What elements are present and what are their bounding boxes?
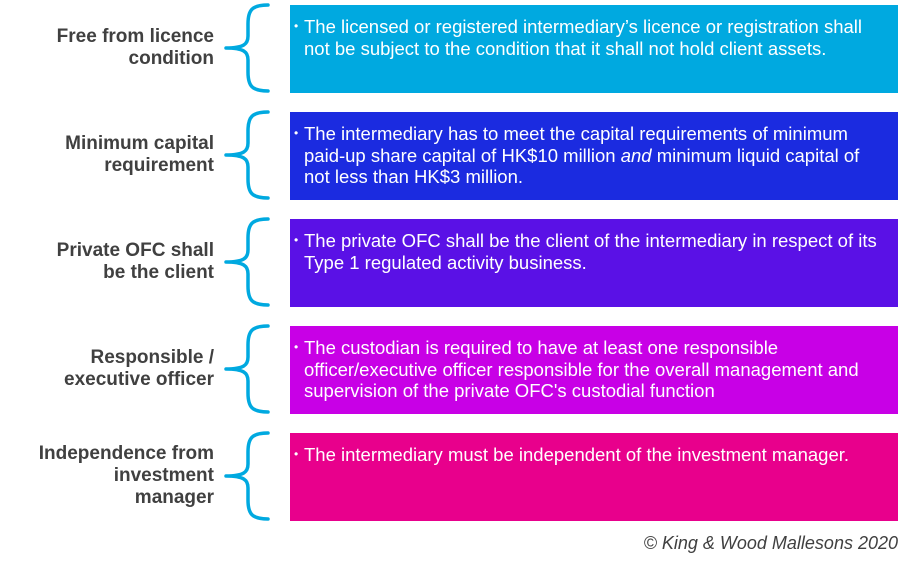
bullet-icon: • <box>294 233 299 247</box>
requirement-row: Responsible / executive officer • The cust… <box>0 323 917 415</box>
description-text: The private OFC shall be the client of t… <box>304 230 877 273</box>
requirement-description: The intermediary must be independent of … <box>294 444 890 466</box>
requirement-description: The private OFC shall be the client of t… <box>294 230 890 273</box>
requirement-row: Private OFC shall be the client • The priv… <box>0 216 917 308</box>
requirement-label: Minimum capital requirement <box>10 109 214 201</box>
bullet-icon: • <box>294 447 299 461</box>
curly-brace-icon <box>224 324 270 414</box>
requirement-description: The intermediary has to meet the capital… <box>294 123 890 188</box>
requirement-description: The custodian is required to have at lea… <box>294 337 890 402</box>
requirement-label-text: Independence from investment manager <box>38 443 214 508</box>
curly-brace-icon <box>224 217 270 307</box>
description-text: The intermediary has to meet the capital… <box>304 123 848 166</box>
bullet-icon: • <box>294 126 299 140</box>
requirement-description-box: • The intermediary has to meet the capita… <box>290 112 898 200</box>
requirement-description-box: • The licensed or registered intermediary… <box>290 5 898 93</box>
requirement-label-text: Minimum capital requirement <box>65 133 214 176</box>
requirement-label: Private OFC shall be the client <box>10 216 214 308</box>
curly-brace-icon <box>224 3 270 93</box>
requirement-description: The licensed or registered intermediary’… <box>294 16 890 59</box>
curly-brace-icon <box>224 110 270 200</box>
requirement-row: Independence from investment manager • The… <box>0 430 917 522</box>
bullet-icon: • <box>294 19 299 33</box>
emphasis-text: and <box>620 144 652 166</box>
description-text: The intermediary must be independent of … <box>304 444 850 465</box>
description-text: minimum liquid capital of not less than … <box>304 144 860 188</box>
requirement-label-text: Responsible / executive officer <box>64 347 214 390</box>
requirement-label: Free from licence condition <box>10 2 214 94</box>
description-text: The custodian is required to have at lea… <box>304 337 859 401</box>
requirement-description-box: • The custodian is required to have at le… <box>290 326 898 414</box>
description-text: The licensed or registered intermediary’… <box>304 16 862 59</box>
requirement-label: Responsible / executive officer <box>10 323 214 415</box>
curly-brace-icon <box>224 431 270 521</box>
requirement-label-text: Free from licence condition <box>56 26 214 69</box>
requirement-row: Free from licence condition • The licensed… <box>0 2 917 94</box>
requirement-description-box: • The intermediary must be independent of… <box>290 433 898 521</box>
copyright-notice: © King & Wood Mallesons 2020 <box>643 533 898 553</box>
requirement-description-box: • The private OFC shall be the client of … <box>290 219 898 307</box>
bullet-icon: • <box>294 340 299 354</box>
requirement-label-text: Private OFC shall be the client <box>56 240 214 283</box>
requirement-label: Independence from investment manager <box>10 430 214 522</box>
requirement-row: Minimum capital requirement • The intermed… <box>0 109 917 201</box>
